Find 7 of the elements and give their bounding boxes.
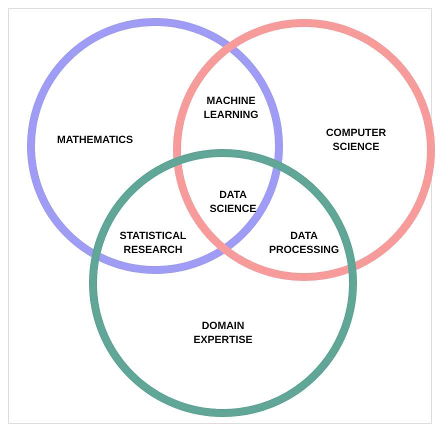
intersection-label: DATA SCIENCE (208, 188, 258, 216)
set-label: MATHEMATICS (56, 133, 134, 147)
intersection-label: DATA PROCESSING (268, 229, 340, 257)
set-label: COMPUTER SCIENCE (324, 126, 388, 154)
set-label: DOMAIN EXPERTISE (192, 319, 254, 347)
intersection-label: STATISTICAL RESEARCH (118, 229, 188, 257)
intersection-label: MACHINE LEARNING (202, 94, 260, 122)
